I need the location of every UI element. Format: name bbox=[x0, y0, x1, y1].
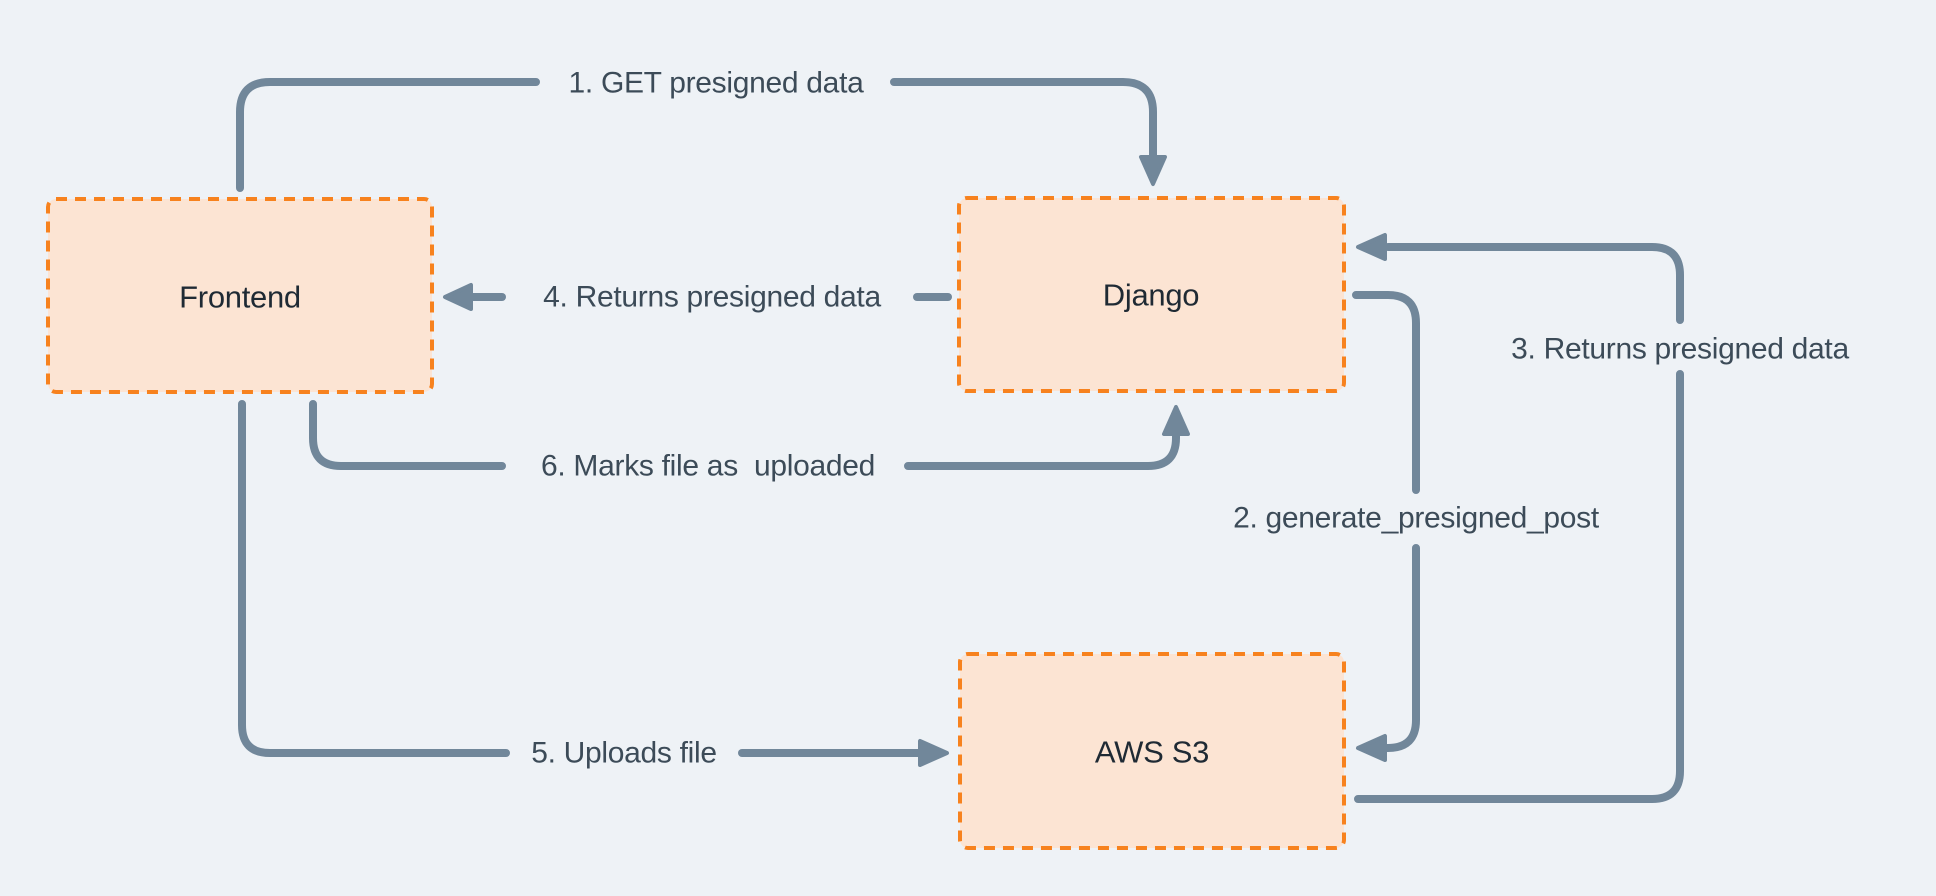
edge-2-label: 2. generate_presigned_post bbox=[1233, 502, 1600, 535]
edge-6-path-end bbox=[904, 430, 1180, 470]
edge-6-label: 6. Marks file as uploaded bbox=[541, 450, 875, 483]
edge-1-arrowhead-down bbox=[1139, 155, 1167, 186]
edge-2-arrowhead-left bbox=[1356, 734, 1387, 762]
edge-1-label: 1. GET presigned data bbox=[568, 67, 864, 100]
edge-3-arrowhead-left bbox=[1356, 233, 1387, 261]
edge-labels: 1. GET presigned data 4. Returns presign… bbox=[524, 60, 1857, 777]
edge-4-arrowhead-left bbox=[443, 283, 473, 311]
node-frontend-label: Frontend bbox=[179, 280, 301, 315]
node-django-label: Django bbox=[1103, 278, 1199, 313]
edge-3-path-end bbox=[1384, 243, 1684, 324]
edge-6-path-start bbox=[309, 400, 506, 470]
node-aws-s3: AWS S3 bbox=[958, 652, 1346, 850]
node-aws-s3-box bbox=[958, 652, 1346, 850]
edge-5-label: 5. Uploads file bbox=[531, 737, 717, 770]
edge-5-arrowhead-right bbox=[918, 739, 949, 767]
edge-4-label: 4. Returns presigned data bbox=[543, 281, 881, 314]
node-django-box bbox=[957, 196, 1346, 393]
edge-2-path-end bbox=[1382, 544, 1420, 752]
edges bbox=[236, 78, 1684, 803]
node-aws-s3-label: AWS S3 bbox=[1095, 735, 1209, 770]
node-frontend-box bbox=[46, 197, 434, 394]
node-frontend: Frontend bbox=[46, 197, 434, 394]
edge-5-path-start bbox=[238, 400, 510, 757]
edge-1-path-end bbox=[890, 78, 1157, 160]
edge-3-path-start bbox=[1354, 370, 1684, 803]
node-django: Django bbox=[957, 196, 1346, 393]
edge-6-arrowhead-up bbox=[1162, 405, 1190, 436]
edge-2-path-start bbox=[1352, 291, 1420, 494]
edge-1-path-start bbox=[236, 78, 540, 192]
edge-3-label: 3. Returns presigned data bbox=[1511, 333, 1849, 366]
